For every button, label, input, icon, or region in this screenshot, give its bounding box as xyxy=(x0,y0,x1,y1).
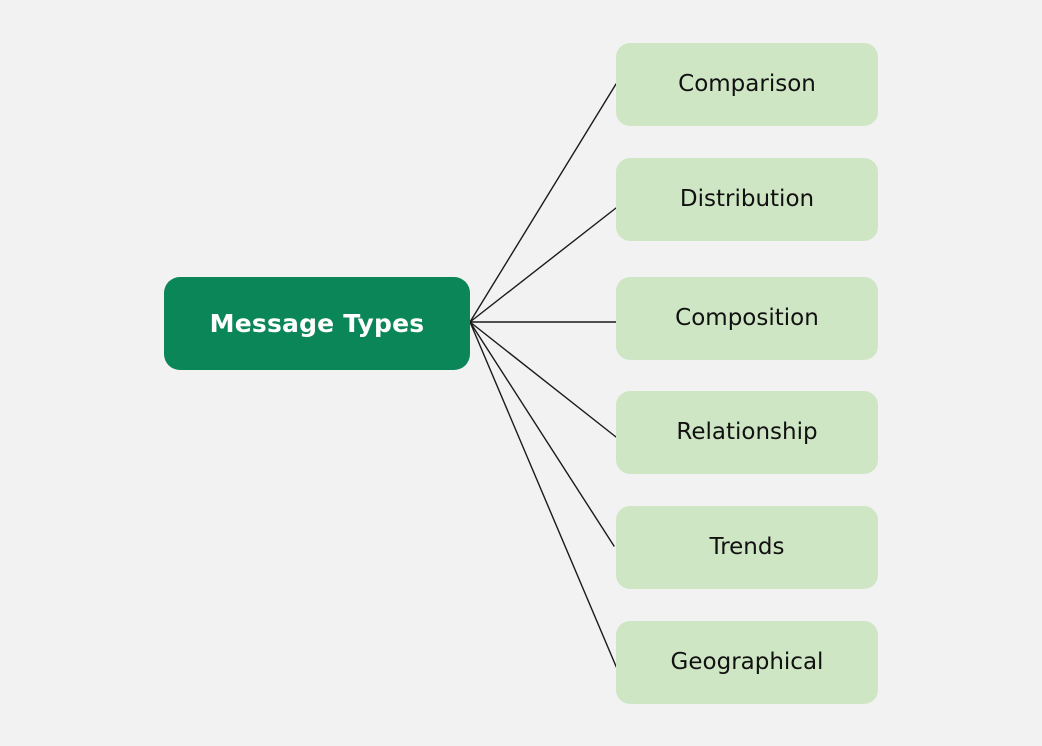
branch-node-comparison[interactable]: Comparison xyxy=(616,43,878,126)
connector-line xyxy=(469,321,617,438)
branch-node-distribution[interactable]: Distribution xyxy=(616,158,878,241)
root-node-message-types[interactable]: Message Types xyxy=(164,277,470,370)
branch-node-label: Distribution xyxy=(679,185,815,212)
connector-line xyxy=(469,83,617,323)
root-node-label: Message Types xyxy=(209,308,425,338)
connector-line xyxy=(469,321,615,547)
connector-line xyxy=(469,321,619,672)
connector-line xyxy=(469,207,617,323)
branch-node-geographical[interactable]: Geographical xyxy=(616,621,878,704)
branch-node-composition[interactable]: Composition xyxy=(616,277,878,360)
branch-node-label: Geographical xyxy=(670,648,824,675)
branch-node-label: Composition xyxy=(675,304,819,331)
branch-node-label: Relationship xyxy=(676,418,818,445)
branch-node-relationship[interactable]: Relationship xyxy=(616,391,878,474)
branch-node-label: Comparison xyxy=(678,70,816,97)
branch-node-label: Trends xyxy=(709,533,785,560)
branch-node-trends[interactable]: Trends xyxy=(616,506,878,589)
